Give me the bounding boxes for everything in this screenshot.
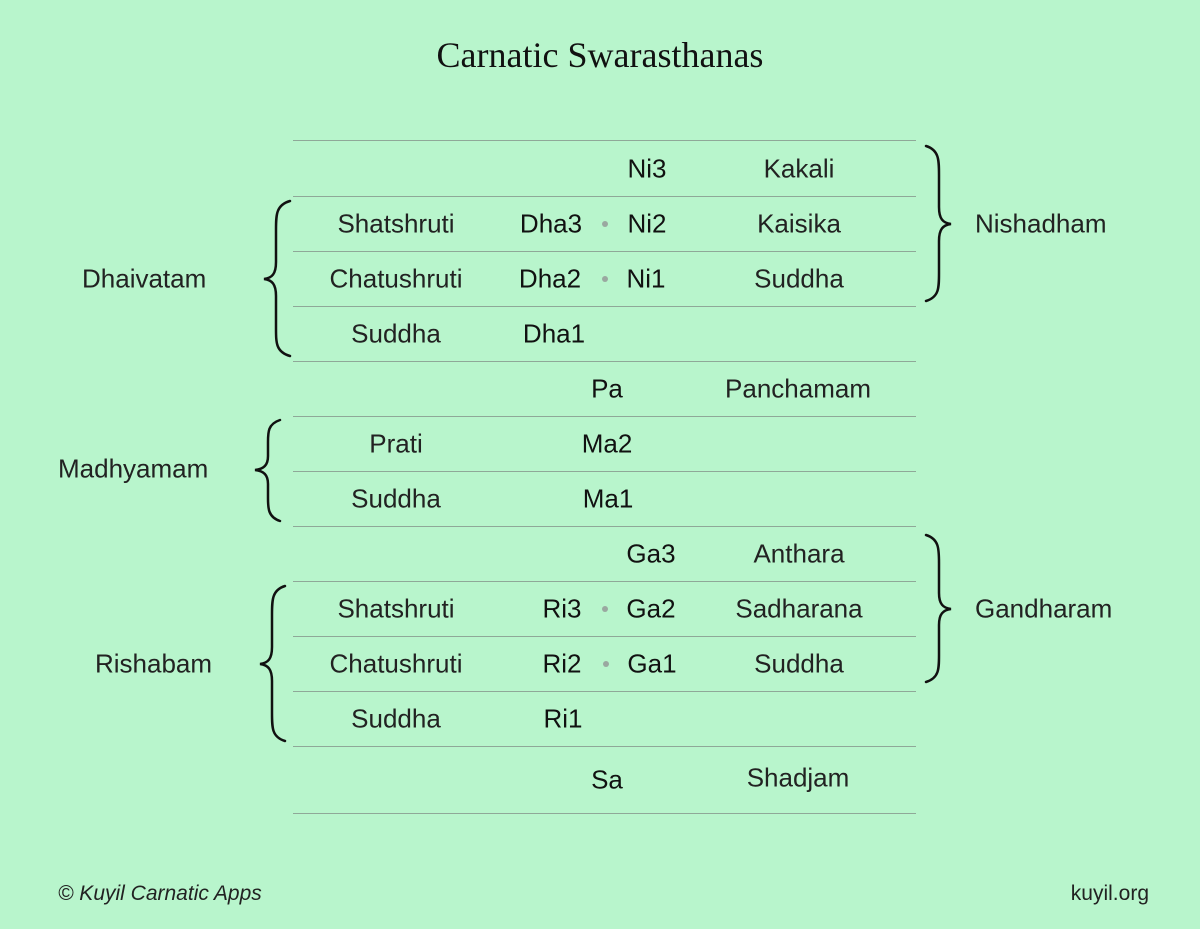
- variant-name: Chatushruti: [329, 648, 463, 679]
- variant-name: Prati: [369, 428, 423, 459]
- swara-ma2: Ma2: [581, 428, 633, 459]
- swara-ri2: Ri2: [542, 648, 582, 679]
- row-divider: [293, 691, 916, 692]
- row-divider: [293, 746, 916, 747]
- row-divider: [293, 636, 916, 637]
- variant-name: Shatshruti: [337, 593, 455, 624]
- page-title: Carnatic Swarasthanas: [436, 35, 764, 75]
- swara-ga3: Ga3: [626, 538, 676, 569]
- row-divider: [293, 471, 916, 472]
- copyright-text: © Kuyil Carnatic Apps: [58, 882, 262, 905]
- row-divider: [293, 416, 916, 417]
- variant-name: Suddha: [351, 318, 441, 349]
- row-divider: [293, 813, 916, 814]
- swara-name: Sadharana: [735, 593, 863, 624]
- variant-name: Suddha: [351, 703, 441, 734]
- swara-name: Kakali: [763, 153, 835, 184]
- swara-name: Panchamam: [725, 373, 871, 404]
- swara-ni3: Ni3: [627, 153, 667, 184]
- swara-dha2: Dha2: [518, 263, 582, 294]
- swara-sa: Sa: [591, 764, 623, 795]
- equivalence-dot: [603, 661, 609, 667]
- row-divider: [293, 140, 916, 141]
- swara-ri3: Ri3: [542, 593, 582, 624]
- swara-ri1: Ri1: [543, 703, 583, 734]
- row-divider: [293, 581, 916, 582]
- variant-name: Chatushruti: [329, 263, 463, 294]
- swara-name: Anthara: [753, 538, 845, 569]
- site-link[interactable]: kuyil.org: [1070, 882, 1149, 905]
- swara-dha3: Dha3: [519, 208, 583, 239]
- row-divider: [293, 306, 916, 307]
- equivalence-dot: [602, 606, 608, 612]
- row-divider: [293, 251, 916, 252]
- swara-name: Shadjam: [746, 762, 850, 793]
- group-label-madhyamam: Madhyamam: [58, 453, 209, 484]
- swara-name: Suddha: [754, 648, 844, 679]
- group-label-gandharam: Gandharam: [975, 593, 1113, 624]
- swara-ni1: Ni1: [626, 263, 666, 294]
- variant-name: Suddha: [351, 483, 441, 514]
- group-label-rishabam: Rishabam: [95, 648, 213, 679]
- row-divider: [293, 196, 916, 197]
- swara-name: Kaisika: [757, 208, 841, 239]
- equivalence-dot: [602, 221, 608, 227]
- swara-ma1: Ma1: [582, 483, 634, 514]
- variant-name: Shatshruti: [337, 208, 455, 239]
- swara-ga1: Ga1: [627, 648, 677, 679]
- swara-dha1: Dha1: [522, 318, 586, 349]
- swara-name: Suddha: [754, 263, 844, 294]
- equivalence-dot: [602, 276, 608, 282]
- swara-pa: Pa: [591, 373, 623, 404]
- swara-ni2: Ni2: [627, 208, 667, 239]
- group-label-nishadham: Nishadham: [975, 208, 1107, 239]
- swara-ga2: Ga2: [626, 593, 676, 624]
- group-label-dhaivatam: Dhaivatam: [82, 263, 207, 294]
- row-divider: [293, 526, 916, 527]
- row-divider: [293, 361, 916, 362]
